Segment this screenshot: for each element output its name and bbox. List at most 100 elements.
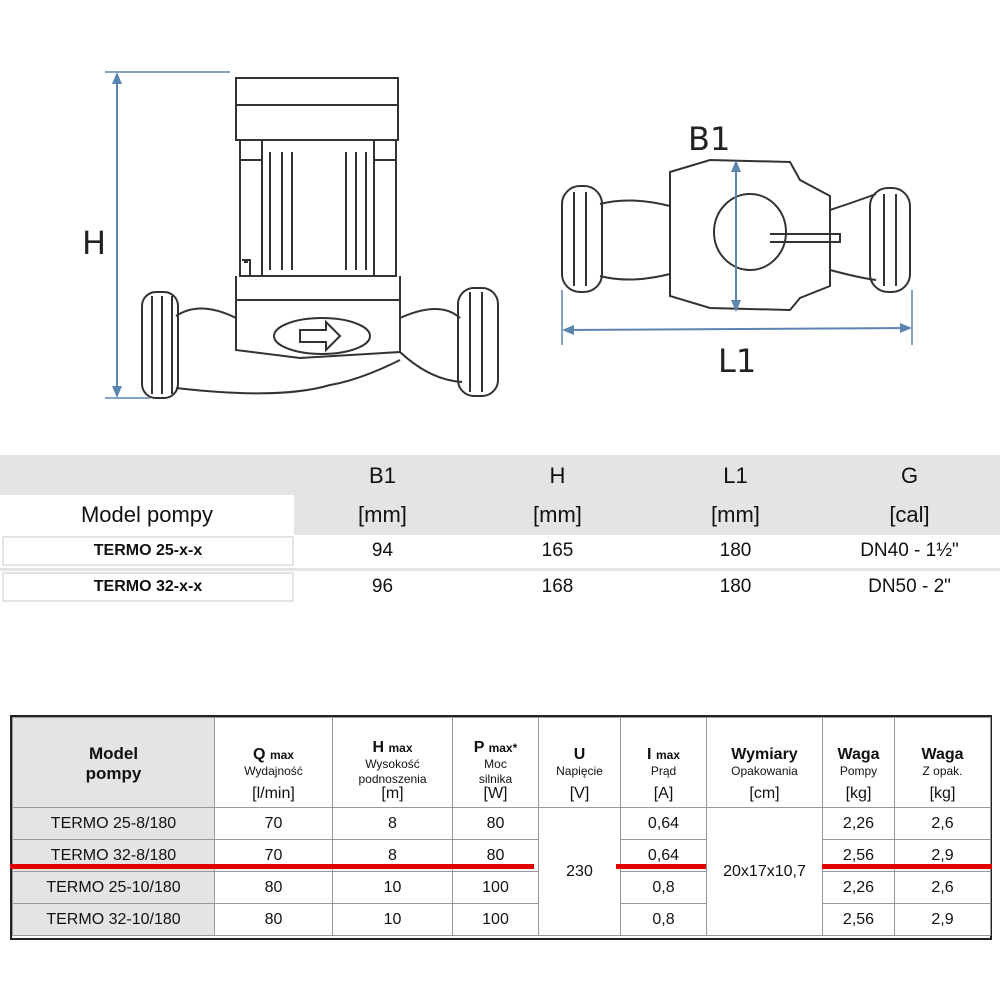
header-symbol: Q — [253, 746, 266, 763]
specification-table: Model pompy Q max Wydajność [l/min] H ma… — [10, 715, 992, 940]
header-subscript: max — [388, 740, 413, 755]
header-unit: [kg] — [845, 785, 872, 802]
header-symbol: Waga — [837, 746, 880, 763]
width-dimension — [731, 160, 741, 312]
spec-header-p: P max* Moc silnika [W] — [452, 717, 539, 808]
spec-packaging-cell: 20x17x10,7 — [706, 807, 823, 936]
header-desc: Z opak. — [922, 764, 963, 778]
header-unit: [kg] — [929, 785, 956, 802]
dim-col-unit: [mm] — [358, 502, 407, 527]
dimension-row: TERMO 25-x-x 94 165 180 DN40 - 1½" — [0, 536, 1000, 566]
header-subscript: max — [655, 748, 680, 762]
spec-header-i: I max Prąd [A] — [620, 717, 707, 808]
spec-waga-cell: 2,56 — [822, 839, 895, 872]
dim-col-unit: [mm] — [711, 502, 760, 527]
pump-side-view-drawing: H — [82, 71, 499, 399]
spec-header-wymiary: Wymiary Opakowania [cm] — [706, 717, 823, 808]
spec-waga-opak-cell: 2,9 — [894, 839, 991, 872]
header-unit: [W] — [483, 785, 508, 802]
spec-p-cell: 100 — [452, 871, 539, 904]
dimension-row: TERMO 32-x-x 96 168 180 DN50 - 2" — [0, 572, 1000, 602]
table-row: TERMO 25-8/180 70 8 80 230 0,64 20x17x10… — [12, 807, 991, 936]
spec-p-cell: 80 — [452, 807, 539, 840]
spec-h-cell: 10 — [332, 871, 453, 904]
dimension-table: Model pompy B1 [mm] H [mm] L1 [mm] G [ca… — [0, 455, 1000, 605]
model-head-line1: Model — [88, 744, 139, 763]
spec-i-cell: 0,8 — [620, 903, 707, 936]
dim-cell: 165 — [541, 540, 574, 561]
header-unit: [V] — [569, 785, 590, 802]
spec-waga-opak-cell: 2,6 — [894, 871, 991, 904]
dim-cell: 180 — [719, 540, 752, 561]
model-column-label: Model pompy — [80, 502, 214, 527]
spec-voltage-cell: 230 — [538, 807, 621, 936]
header-desc: Pompy — [839, 764, 878, 778]
header-symbol: I — [647, 746, 652, 763]
pump-top-view-drawing: B1 L1 — [561, 120, 913, 380]
header-symbol: Wymiary — [731, 746, 798, 763]
dimension-row-model: TERMO 32-x-x — [2, 572, 294, 602]
spec-header-waga: Waga Pompy [kg] — [822, 717, 895, 808]
spec-waga-opak-cell: 2,9 — [894, 903, 991, 936]
height-dimension — [105, 71, 230, 399]
spec-header-waga-opak: Waga Z opak. [kg] — [894, 717, 991, 808]
header-subscript: max — [269, 748, 294, 762]
spec-model-cell: TERMO 32-10/180 — [12, 903, 215, 936]
spec-i-cell: 0,64 — [620, 807, 707, 840]
model-label-box — [0, 495, 294, 535]
header-desc: Prąd — [650, 764, 677, 778]
dim-cell: 96 — [371, 576, 394, 597]
header-symbol: Waga — [921, 746, 964, 763]
spec-header-row: Model pompy Q max Wydajność [l/min] H ma… — [12, 717, 991, 808]
dim-col-g: G [cal] — [822, 455, 997, 535]
spec-waga-cell: 2,26 — [822, 871, 895, 904]
table-row: TERMO 32-8/180 70 8 80 0,64 2,56 2,9 — [12, 839, 991, 872]
header-desc-2: silnika — [478, 771, 513, 786]
spec-waga-opak-cell: 2,6 — [894, 807, 991, 840]
dim-col-h: H [mm] — [470, 455, 645, 535]
spec-header-h: H max Wysokość podnoszenia [m] — [332, 717, 453, 808]
spec-q-cell: 80 — [214, 903, 333, 936]
header-desc: Opakowania — [731, 764, 798, 778]
dim-col-symbol: L1 — [723, 463, 748, 488]
spec-q-cell: 80 — [214, 871, 333, 904]
header-desc: Wydajność — [244, 764, 303, 778]
spec-i-cell: 0,8 — [620, 871, 707, 904]
spec-waga-cell: 2,26 — [822, 807, 895, 840]
dimension-row-model: TERMO 25-x-x — [2, 536, 294, 566]
spec-q-cell: 70 — [214, 807, 333, 840]
pump-body-outline — [141, 77, 499, 399]
header-symbol: P — [473, 738, 485, 756]
length-dimension — [561, 290, 913, 345]
header-unit: [l/min] — [252, 785, 295, 802]
row-divider — [0, 568, 1000, 571]
spec-h-cell: 8 — [332, 839, 453, 872]
dim-col-unit: [cal] — [889, 502, 930, 527]
dim-cell: 94 — [371, 540, 394, 561]
spec-i-cell: 0,64 — [620, 839, 707, 872]
spec-h-cell: 8 — [332, 807, 453, 840]
spec-p-cell: 80 — [452, 839, 539, 872]
dim-cell: 168 — [541, 576, 574, 597]
model-head-line2: pompy — [85, 764, 142, 783]
table-row: TERMO 25-10/180 80 10 100 0,8 2,26 2,6 — [12, 871, 991, 904]
header-unit: [cm] — [749, 785, 780, 802]
width-label: B1 — [688, 120, 730, 158]
length-label: L1 — [718, 342, 756, 380]
spec-p-cell: 100 — [452, 903, 539, 936]
dim-col-symbol: G — [900, 463, 919, 488]
header-desc: Wysokość — [365, 756, 420, 771]
spec-header-u: U Napięcie [V] — [538, 717, 621, 808]
dim-col-unit: [mm] — [533, 502, 582, 527]
height-label: H — [82, 224, 106, 262]
dim-col-b1: B1 [mm] — [295, 455, 470, 535]
header-symbol: H — [372, 738, 385, 756]
spec-model-cell: TERMO 25-10/180 — [12, 871, 215, 904]
header-desc: Moc — [484, 756, 507, 771]
dim-col-symbol: H — [549, 463, 566, 488]
table-row: TERMO 32-10/180 80 10 100 0,8 2,56 2,9 — [12, 903, 991, 936]
header-subscript: max* — [488, 740, 518, 755]
header-unit: [A] — [653, 785, 674, 802]
header-unit: [m] — [381, 785, 404, 802]
pump-top-outline — [561, 158, 911, 312]
